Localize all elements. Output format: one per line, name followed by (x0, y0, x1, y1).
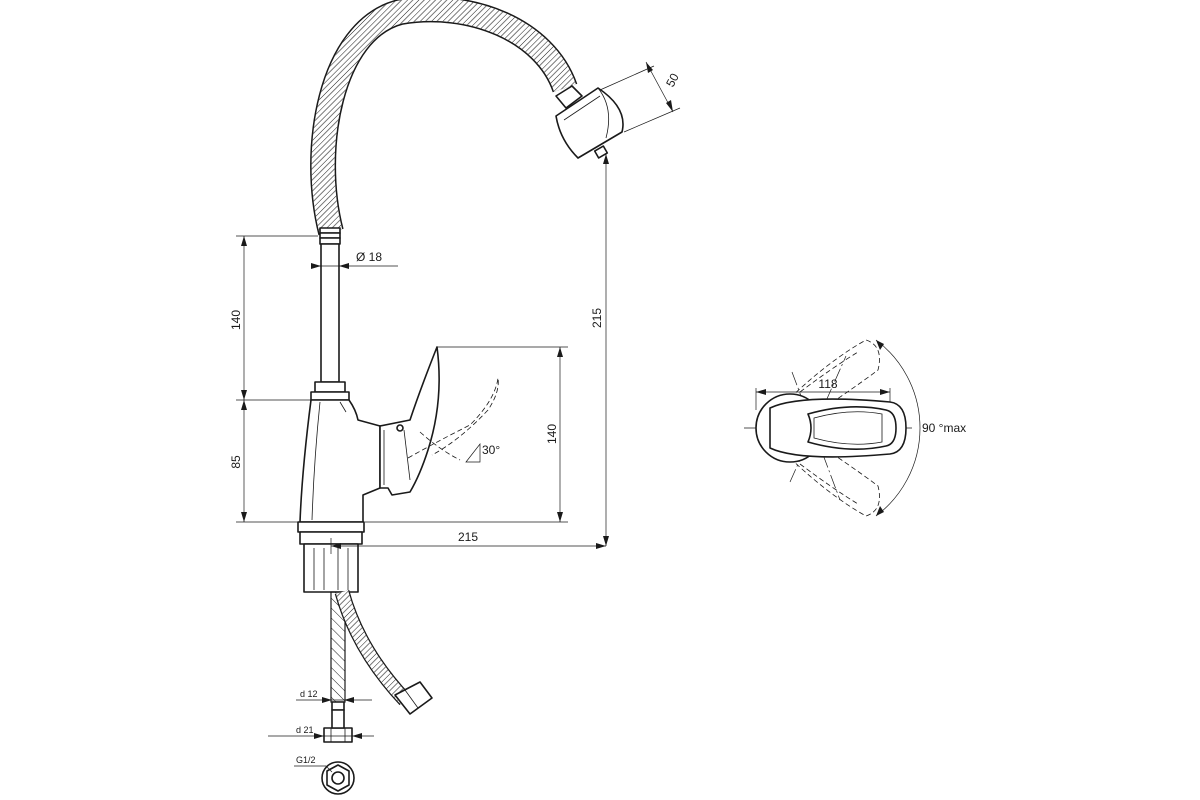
dim-thread: G1/2 (296, 755, 316, 765)
spray-nozzle (555, 85, 624, 159)
dim-total-height: 215 (590, 308, 604, 328)
dim-nozzle-width: 50 (663, 71, 682, 90)
supply-hose-straight (323, 591, 353, 743)
dim-hose-inner: d 12 (300, 689, 318, 699)
dim-lever-angle: 30° (482, 443, 500, 457)
dim-stem-diameter: Ø 18 (356, 250, 382, 264)
top-view: 90 °max 118 (744, 339, 966, 517)
lever-handle (379, 346, 499, 496)
dim-rotation-limit: 90 °max (922, 421, 966, 435)
supply-hose-bent (334, 589, 433, 715)
lever-rotated-positions (789, 339, 880, 517)
mounting-nut (297, 521, 365, 593)
dim-body-height: 85 (229, 455, 243, 469)
side-view (297, 0, 624, 795)
dim-top-view-width: 118 (818, 377, 837, 391)
dimensions-side: 140 85 Ø 18 140 30° 215 215 50 (229, 61, 682, 773)
flexible-spout-hose (310, 0, 578, 236)
dim-reach: 215 (458, 530, 478, 544)
thread-end-view (321, 761, 355, 795)
dim-lever-height: 140 (545, 424, 559, 444)
mixer-body (299, 399, 381, 523)
dim-stem-length: 140 (229, 310, 243, 330)
spout-stem (310, 227, 350, 401)
dim-hose-outer: d 21 (296, 725, 314, 735)
